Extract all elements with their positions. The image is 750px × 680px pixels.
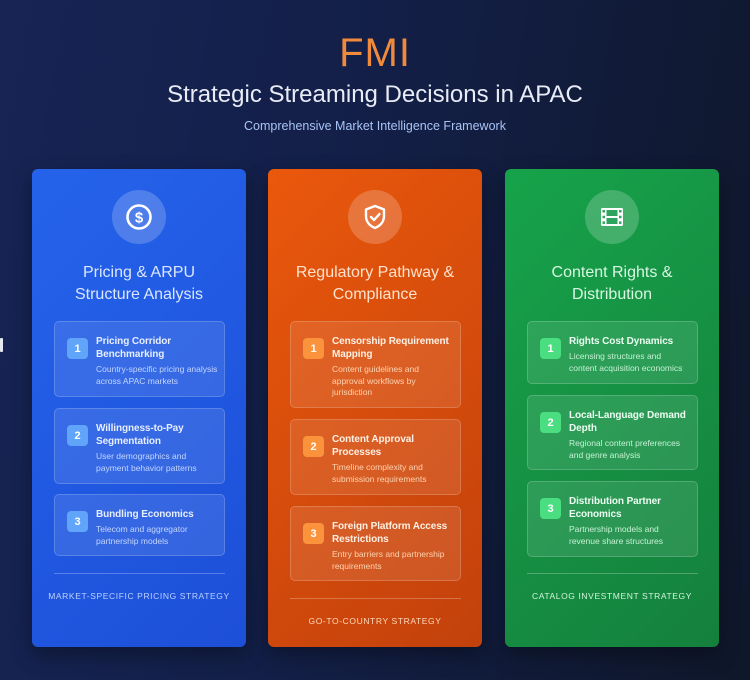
item-description: Licensing structures and content acquisi… [569,351,683,373]
item-title: Local-Language Demand Depth [569,410,686,434]
divider [290,598,461,599]
item-title: Censorship Requirement Mapping [332,336,449,360]
pillar-card-content-rights: Content Rights & Distribution 1 Rights C… [505,169,719,647]
item-number-badge: 2 [303,436,324,457]
pillar-footer: GO-TO-COUNTRY STRATEGY [308,616,442,626]
item-number-badge: 3 [67,511,88,532]
divider [54,573,225,574]
item-title: Willingness-to-Pay Segmentation [96,423,184,447]
pillar-title: Regulatory Pathway & Compliance [295,264,455,303]
item-title: Content Approval Processes [332,434,414,458]
item-number-badge: 3 [540,498,561,519]
item-description: Content guidelines and approval workflow… [332,364,419,397]
pillar-item: 1 Censorship Requirement Mapping Content… [290,321,461,408]
pillar-footer: CATALOG INVESTMENT STRATEGY [531,591,693,601]
page-subtitle: Comprehensive Market Intelligence Framew… [244,119,506,133]
divider [527,573,698,574]
item-number-badge: 1 [540,338,561,359]
shield-check-icon [364,204,386,230]
pillar-item: 1 Rights Cost Dynamics Licensing structu… [527,321,698,384]
film-icon [601,208,623,226]
pillar-icon-circle [585,190,639,244]
item-description: User demographics and payment behavior p… [96,451,197,473]
pillar-footer: MARKET-SPECIFIC PRICING STRATEGY [48,591,230,601]
item-number-badge: 2 [540,412,561,433]
item-description: Entry barriers and partnership requireme… [332,549,445,571]
item-title: Foreign Platform Access Restrictions [332,521,448,545]
pillar-card-pricing: $ Pricing & ARPU Structure Analysis 1 Pr… [32,169,246,647]
pillar-item: 2 Willingness-to-Pay Segmentation User d… [54,408,225,484]
pillar-card-regulatory: Regulatory Pathway & Compliance 1 Censor… [268,169,482,647]
pillar-item: 2 Content Approval Processes Timeline co… [290,419,461,495]
pillar-icon-circle [348,190,402,244]
item-number-badge: 3 [303,523,324,544]
item-title: Distribution Partner Economics [569,496,661,520]
pillar-icon-circle: $ [112,190,166,244]
item-description: Telecom and aggregator partnership model… [96,524,188,546]
item-number-badge: 1 [303,338,324,359]
brand-logo: FMI [339,31,411,75]
pillar-item: 1 Pricing Corridor Benchmarking Country-… [54,321,225,397]
item-description: Partnership models and revenue share str… [569,524,664,546]
pillar-item: 3 Distribution Partner Economics Partner… [527,481,698,557]
pillar-item: 2 Local-Language Demand Depth Regional c… [527,395,698,470]
dollar-icon: $ [126,204,152,230]
item-title: Pricing Corridor Benchmarking [96,336,172,360]
item-description: Country-specific pricing analysis across… [96,364,218,386]
pillar-title: Pricing & ARPU Structure Analysis [74,264,204,303]
item-description: Timeline complexity and submission requi… [332,462,427,484]
pillar-title: Content Rights & Distribution [551,264,673,303]
svg-text:$: $ [135,210,144,227]
pillar-item: 3 Foreign Platform Access Restrictions E… [290,506,461,581]
pillar-item: 3 Bundling Economics Telecom and aggrega… [54,494,225,556]
item-number-badge: 2 [67,425,88,446]
item-number-badge: 1 [67,338,88,359]
page-title: Strategic Streaming Decisions in APAC [167,81,583,108]
item-title: Bundling Economics [96,509,194,520]
item-title: Rights Cost Dynamics [569,336,674,347]
item-description: Regional content preferences and genre a… [569,438,681,460]
edge-marker [0,338,3,352]
